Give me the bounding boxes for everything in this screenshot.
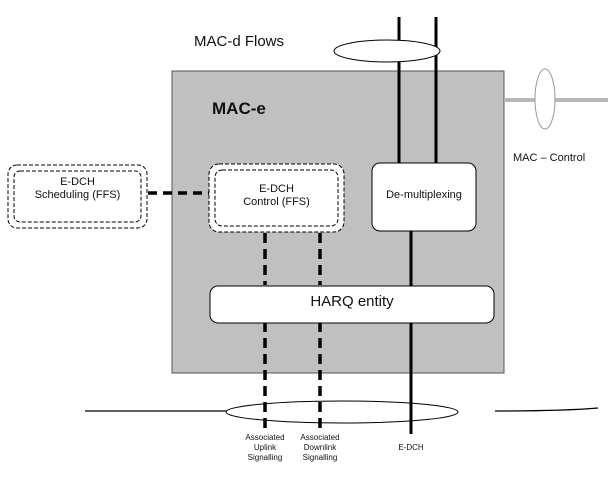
uplink-label-line1: Associated (245, 433, 285, 442)
scheduling-box-inner (13, 170, 142, 223)
harq-box (209, 285, 495, 324)
downlink-signalling-label: Associated Downlink Signalling (292, 433, 348, 463)
mac-d-flows-ellipse (333, 39, 441, 63)
demux-box (371, 162, 477, 232)
bottom-channel-line (85, 407, 599, 412)
mac-control-label: MAC – Control (513, 152, 586, 164)
uplink-label-line3: Signalling (247, 453, 283, 462)
demux-label: De-multiplexing (386, 189, 462, 201)
downlink-label-line1: Associated (300, 433, 340, 442)
control-label: E-DCH Control (FFS) (215, 183, 338, 208)
mac-d-flows-label: MAC-d Flows (194, 33, 285, 50)
control-label-line1: E-DCH (259, 183, 294, 195)
uplink-signalling-label: Associated Uplink Signalling (237, 433, 293, 463)
downlink-label-line2: Downlink (303, 443, 337, 452)
control-box-inner (214, 169, 339, 227)
edch-label: E-DCH (398, 443, 424, 452)
harq-label: HARQ entity (310, 293, 394, 310)
scheduling-label-line1: E-DCH (60, 176, 95, 188)
uplink-label-line2: Uplink (253, 443, 277, 452)
downlink-label-line3: Signalling (302, 453, 338, 462)
scheduling-label-line2: Scheduling (FFS) (34, 188, 121, 201)
control-label-line2: Control (FFS) (243, 195, 310, 208)
scheduling-label: E-DCH Scheduling (FFS) (14, 176, 141, 201)
mac-e-label: MAC-e (212, 99, 266, 118)
mac-control-ellipse (534, 68, 556, 130)
bottom-ellipse (225, 400, 459, 424)
